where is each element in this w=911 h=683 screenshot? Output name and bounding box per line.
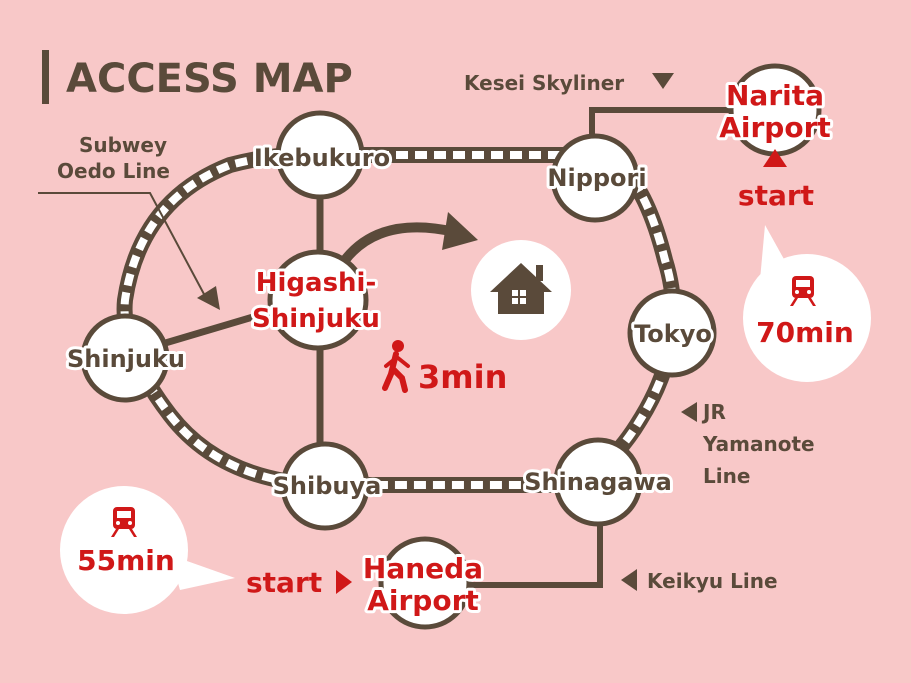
narita-start-label: start — [738, 179, 814, 212]
haneda-start-arrow — [336, 570, 352, 594]
walk-route-arrow — [341, 212, 478, 264]
haneda-time-bubble: 55min — [60, 486, 235, 614]
title-bar-accent — [42, 50, 49, 104]
station-shinjuku: Shinjuku — [64, 313, 188, 403]
narita-start-arrow — [763, 149, 787, 167]
keikyu-label: Keikyu Line — [647, 569, 778, 593]
train-icon — [790, 276, 816, 306]
svg-text:Ikebukuro: Ikebukuro — [254, 144, 390, 172]
svg-text:Shinjuku: Shinjuku — [252, 304, 380, 334]
svg-text:Airport: Airport — [719, 111, 831, 144]
walking-person-icon — [382, 340, 410, 393]
keikyu-pointer — [621, 569, 637, 591]
station-higashi-shinjuku: Higashi- Shinjuku — [249, 249, 383, 351]
yamanote-label-1: JR — [701, 400, 726, 424]
station-haneda-airport: Haneda Airport — [360, 536, 486, 630]
oedo-line-pointer — [38, 192, 220, 310]
house-icon — [490, 263, 552, 314]
station-shibuya: Shibuya — [270, 441, 384, 531]
svg-text:Shinjuku: Shinjuku — [67, 345, 185, 373]
walk-time: 3min — [418, 358, 507, 396]
oedo-line-label-2: Oedo Line — [57, 159, 170, 183]
oedo-line-label: Subwey — [79, 133, 167, 157]
station-nippori: Nippori — [544, 133, 650, 223]
narita-time-bubble: 70min — [743, 225, 871, 382]
narita-travel-time: 70min — [756, 316, 854, 349]
station-ikebukuro: Ikebukuro — [251, 110, 393, 200]
page-title: ACCESS MAP — [66, 56, 353, 102]
skyliner-label: Kesei Skyliner — [464, 71, 624, 95]
svg-text:Shinagawa: Shinagawa — [524, 468, 672, 496]
hotel-destination — [471, 240, 571, 340]
haneda-travel-time: 55min — [77, 544, 175, 577]
station-tokyo: Tokyo — [627, 288, 717, 378]
svg-text:Nippori: Nippori — [547, 164, 646, 192]
svg-text:Airport: Airport — [367, 584, 479, 617]
yamanote-line-track — [116, 146, 682, 493]
svg-text:Higashi-: Higashi- — [256, 268, 377, 298]
svg-text:Narita: Narita — [726, 79, 824, 112]
yamanote-label-2: Yamanote — [702, 432, 815, 456]
train-icon — [111, 507, 137, 537]
station-narita-airport: Narita Airport — [716, 63, 834, 157]
skyliner-pointer — [652, 73, 674, 89]
yamanote-pointer — [681, 402, 697, 422]
yamanote-label-3: Line — [703, 464, 750, 488]
haneda-start-label: start — [246, 566, 322, 599]
svg-text:Tokyo: Tokyo — [634, 320, 712, 348]
station-shinagawa: Shinagawa — [521, 437, 675, 527]
svg-text:Haneda: Haneda — [363, 552, 483, 585]
svg-text:Shibuya: Shibuya — [273, 472, 382, 500]
